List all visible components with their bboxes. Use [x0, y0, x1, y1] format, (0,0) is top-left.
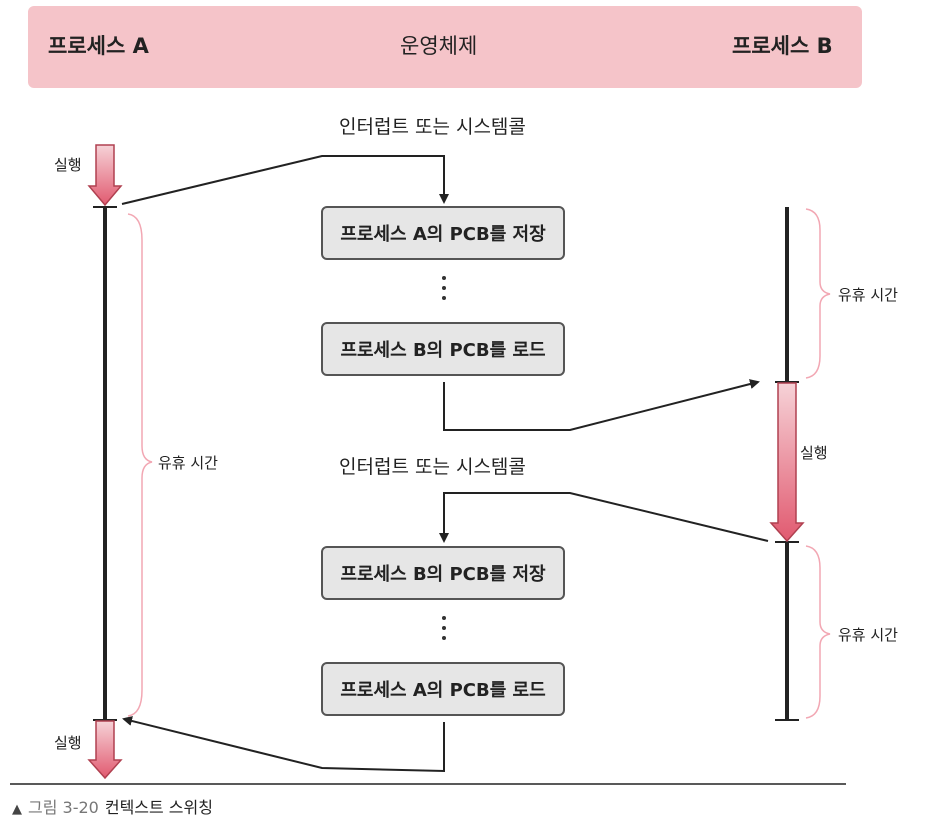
os-step-save-a: 프로세스 A의 PCB를 저장 [321, 206, 565, 260]
connector-os-to-b [443, 379, 760, 431]
ellipsis-dots-2 [440, 616, 448, 646]
connector-a-to-os [121, 155, 449, 205]
process-b-run-arrow [769, 382, 805, 543]
connector-os-to-a [122, 716, 445, 773]
os-step-load-b: 프로세스 B의 PCB를 로드 [321, 322, 565, 376]
process-a-run-arrow-bottom [87, 720, 123, 780]
process-b-run-label: 실행 [800, 444, 828, 462]
header-band [28, 6, 862, 88]
header-process-b: 프로세스 B [732, 34, 833, 58]
os-step-save-b: 프로세스 B의 PCB를 저장 [321, 546, 565, 600]
process-b-idle-brace-top [805, 208, 831, 379]
header-os: 운영체제 [400, 34, 478, 58]
os-trigger-label-2: 인터럽트 또는 시스템콜 [339, 456, 526, 478]
process-a-idle-brace [127, 213, 153, 717]
connector-b-to-os [439, 492, 769, 543]
process-a-run-arrow-top [87, 144, 123, 207]
caption-figure-number: 그림 3-20 [28, 798, 99, 817]
caption-text: 컨텍스트 스위칭 [104, 798, 213, 817]
process-a-run-label-bottom: 실행 [54, 734, 82, 752]
process-a-run-label-top: 실행 [54, 156, 82, 174]
process-a-timeline [93, 206, 117, 721]
process-b-idle-label-top: 유휴 시간 [838, 286, 898, 304]
header-process-a: 프로세스 A [48, 34, 149, 58]
os-step-load-a: 프로세스 A의 PCB를 로드 [321, 662, 565, 716]
process-b-idle-label-bottom: 유휴 시간 [838, 626, 898, 644]
caption-marker: ▲ [12, 802, 22, 817]
process-b-idle-brace-bottom [805, 545, 831, 719]
figure-caption: ▲ 그림 3-20 컨텍스트 스위칭 [12, 794, 213, 818]
process-a-idle-label: 유휴 시간 [158, 454, 218, 472]
os-trigger-label-1: 인터럽트 또는 시스템콜 [339, 116, 526, 138]
ellipsis-dots-1 [440, 276, 448, 306]
